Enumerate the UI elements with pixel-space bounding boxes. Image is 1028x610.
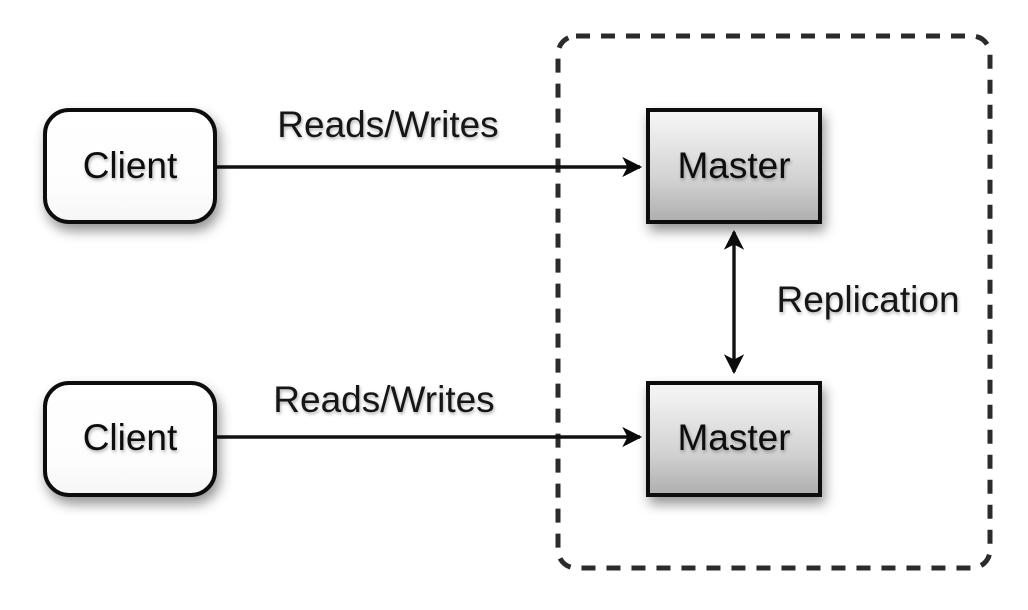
edge-label-reads-writes-top: Reads/Writes [277,104,498,145]
node-client-top[interactable] [43,108,217,224]
master-bottom-shape [646,381,822,497]
edge-label-reads-writes-bottom: Reads/Writes [273,379,494,420]
master-top-label: Master [677,145,790,186]
node-master-top[interactable] [646,108,822,224]
node-master-bottom[interactable] [646,381,822,497]
master-top-shape [646,108,822,224]
client-bottom-shape [43,381,217,497]
master-bottom-label: Master [677,417,790,458]
node-client-bottom[interactable] [43,381,217,497]
client-top-label: Client [83,145,178,186]
client-bottom-label: Client [83,417,178,458]
client-top-shape [43,108,217,224]
edge-label-replication: Replication [776,279,959,320]
